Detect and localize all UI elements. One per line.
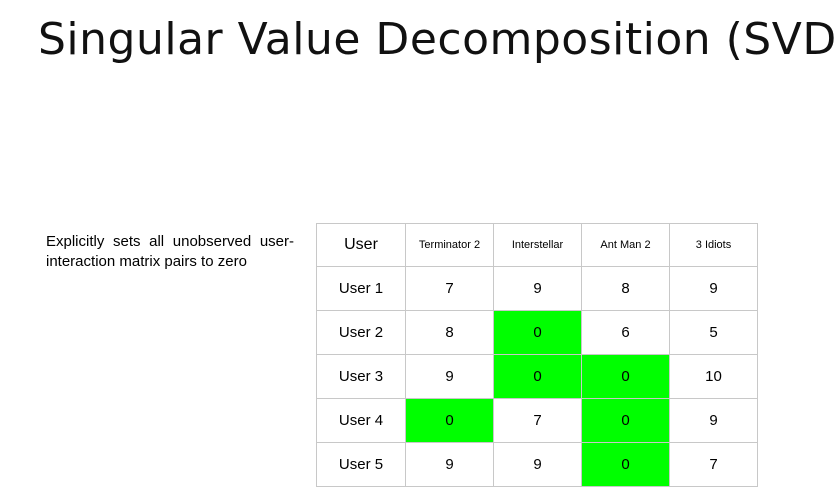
row-label: User 3	[316, 354, 406, 399]
rating-cell: 7	[493, 398, 582, 443]
rating-cell: 6	[581, 310, 670, 355]
header-movie: 3 Idiots	[669, 223, 758, 267]
rating-cell: 9	[493, 442, 582, 487]
rating-cell: 0	[581, 442, 670, 487]
rating-cell: 0	[493, 354, 582, 399]
rating-cell: 0	[581, 398, 670, 443]
rating-cell: 9	[669, 266, 758, 311]
rating-cell: 9	[493, 266, 582, 311]
rating-cell: 8	[405, 310, 494, 355]
rating-cell: 0	[493, 310, 582, 355]
description-text: Explicitly sets all unobserved user-inte…	[46, 233, 294, 270]
rating-cell: 9	[405, 354, 494, 399]
row-label: User 5	[316, 442, 406, 487]
row-label: User 1	[316, 266, 406, 311]
rating-cell: 7	[405, 266, 494, 311]
page-title: Singular Value Decomposition (SVD)	[38, 14, 835, 65]
rating-cell: 10	[669, 354, 758, 399]
header-movie: Terminator 2	[405, 223, 494, 267]
table-header-row: User Terminator 2 Interstellar Ant Man 2…	[316, 223, 758, 267]
table-row: User 5 9 9 0 7	[316, 442, 758, 487]
header-movie: Ant Man 2	[581, 223, 670, 267]
table-row: User 4 0 7 0 9	[316, 398, 758, 443]
table-row: User 3 9 0 0 10	[316, 354, 758, 399]
row-label: User 4	[316, 398, 406, 443]
rating-cell: 9	[405, 442, 494, 487]
header-user: User	[316, 223, 406, 267]
rating-cell: 8	[581, 266, 670, 311]
user-movie-matrix: User Terminator 2 Interstellar Ant Man 2…	[316, 223, 758, 487]
table-row: User 2 8 0 6 5	[316, 310, 758, 355]
row-label: User 2	[316, 310, 406, 355]
rating-cell: 0	[581, 354, 670, 399]
rating-cell: 5	[669, 310, 758, 355]
rating-cell: 9	[669, 398, 758, 443]
header-movie: Interstellar	[493, 223, 582, 267]
rating-cell: 7	[669, 442, 758, 487]
table-row: User 1 7 9 8 9	[316, 266, 758, 311]
rating-cell: 0	[405, 398, 494, 443]
